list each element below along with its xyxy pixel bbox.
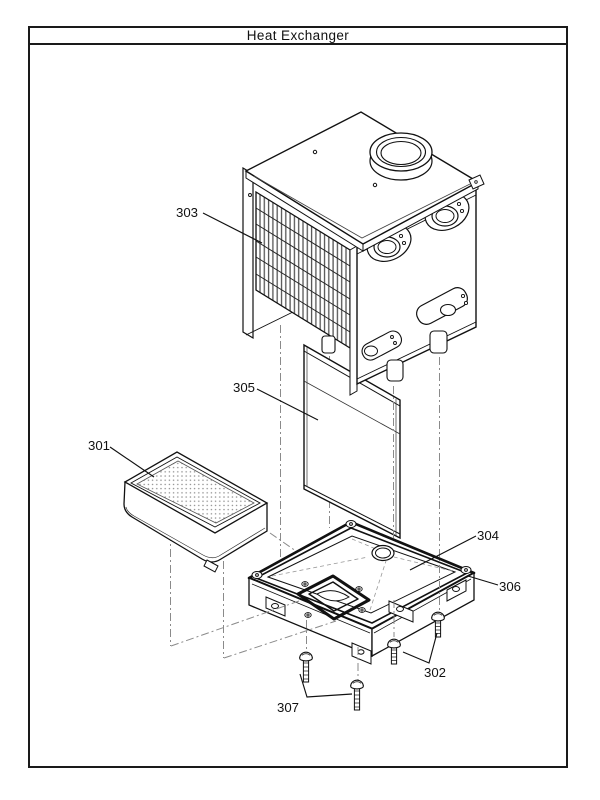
part-label-306: 306 xyxy=(499,579,521,594)
part-label-305: 305 xyxy=(233,380,255,395)
leader-303 xyxy=(202,212,263,244)
leader-307 xyxy=(299,673,353,698)
part-304-base-pan xyxy=(247,520,476,665)
centerlines-front xyxy=(170,357,440,680)
top-panel xyxy=(244,111,485,252)
leader-306 xyxy=(467,575,499,586)
leader-301 xyxy=(109,446,155,478)
mounting-tab xyxy=(321,335,336,354)
part-label-303: 303 xyxy=(176,205,198,220)
part-302-screw-b xyxy=(431,611,445,638)
left-side-panel xyxy=(242,166,254,340)
leader-304 xyxy=(409,535,477,571)
front-corner-post xyxy=(349,245,358,396)
leader-305 xyxy=(256,388,319,421)
burner-mesh xyxy=(136,460,255,524)
pan-brackets xyxy=(265,579,467,665)
flue-collar xyxy=(369,132,433,181)
page-title: Heat Exchanger xyxy=(246,28,350,43)
part-label-301: 301 xyxy=(88,438,110,453)
pan-corner-ears xyxy=(251,520,472,579)
mounting-tab xyxy=(386,359,404,382)
title-bar: Heat Exchanger xyxy=(30,28,566,45)
part-label-304: 304 xyxy=(477,528,499,543)
part-301-burner-tray xyxy=(123,451,269,573)
cover-plate-upper xyxy=(416,287,469,325)
part-302-screw-a xyxy=(387,638,401,665)
part-307-screw-b xyxy=(350,679,364,711)
mounting-tab xyxy=(429,330,448,354)
part-label-307: 307 xyxy=(277,700,299,715)
part-303-heat-exchanger-block xyxy=(242,111,485,396)
leader-302 xyxy=(402,632,438,664)
cover-plate-lower xyxy=(361,330,403,361)
burner-opening-frame xyxy=(296,574,371,621)
leader-lines xyxy=(109,212,499,698)
part-label-302: 302 xyxy=(424,665,446,680)
